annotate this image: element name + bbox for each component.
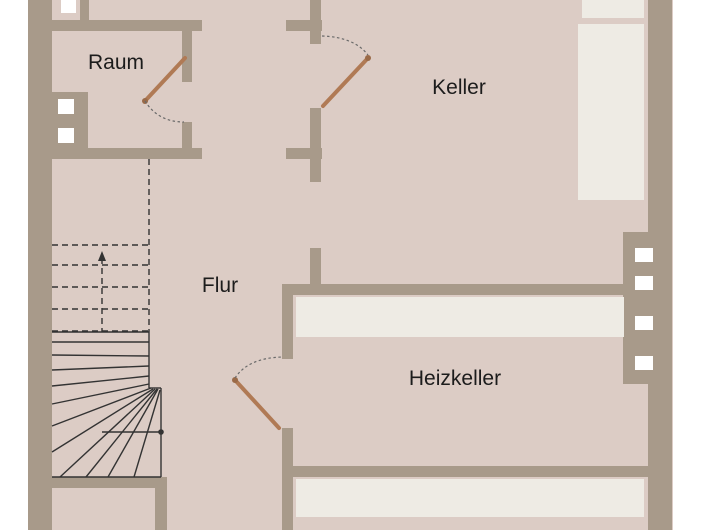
window-right-1 [635,248,653,262]
room-label-flur: Flur [202,274,238,297]
room-label-heizkeller: Heizkeller [409,367,501,390]
shelves [296,0,644,517]
door-heizkeller-hinge [232,377,238,383]
stair-step-8 [59,388,156,478]
stair-step-5 [51,383,150,405]
wall-keller-left-lower [310,108,321,182]
shelf-bottom [296,479,644,517]
door-raum-leaf [143,56,187,103]
window-right-2 [635,276,653,290]
wall-heiz-left-upper [282,284,293,359]
wall-keller-left-upper [310,0,321,44]
door-raum-swing [144,100,185,123]
room-label-keller: Keller [432,76,486,99]
interior-walls [52,0,648,530]
stair-step-10 [107,388,159,478]
wall-keller-bottom [282,284,648,295]
stair-step-11 [133,389,161,478]
window-raum-1 [58,99,74,114]
door-raum [142,56,187,123]
wall-heiz-left-lower [282,428,293,530]
stair-step-4 [51,375,150,387]
windows [58,0,653,370]
wall-top-stub-left [80,0,89,28]
stair-end-dot [158,429,164,435]
wall-top-horizontal [52,20,202,31]
stair-step-3 [51,365,150,371]
stair-step-9 [85,388,158,478]
shelf-keller-right [578,24,644,200]
window-right-4 [635,356,653,370]
door-heizkeller-leaf [233,378,281,430]
stair-step-6 [51,387,152,427]
doors [142,35,371,430]
stair-step-2 [51,354,150,357]
door-keller [321,35,371,108]
stairs-dashed-upper [52,159,150,332]
wall-top-horizontal-right [286,20,322,31]
wall-raum-right-lower [182,122,192,158]
shelf-heiz-top [296,297,624,337]
wall-raum-right-upper [182,20,192,82]
shelf-keller-top [582,0,644,18]
wall-stairs-top-corner [182,148,202,159]
wall-bottom-room-right [155,477,167,530]
stair-direction-arrow [98,251,106,261]
stair-step-7 [51,388,154,453]
door-heizkeller [232,356,283,430]
window-top-left [61,0,76,13]
staircase [51,159,164,478]
wall-bottom-room-top [52,477,167,488]
stairs-solid-lower [51,331,162,478]
wall-keller-left-tab [286,148,322,159]
window-right-3 [635,316,653,330]
wall-raum-bottom [52,148,202,159]
room-label-raum: Raum [88,51,144,74]
wall-heiz-bottom [282,466,648,477]
window-raum-2 [58,128,74,143]
door-keller-leaf [321,56,370,108]
wall-keller-bottom-stub [310,248,321,290]
outer-wall-left [28,0,52,530]
door-keller-hinge [365,55,371,61]
